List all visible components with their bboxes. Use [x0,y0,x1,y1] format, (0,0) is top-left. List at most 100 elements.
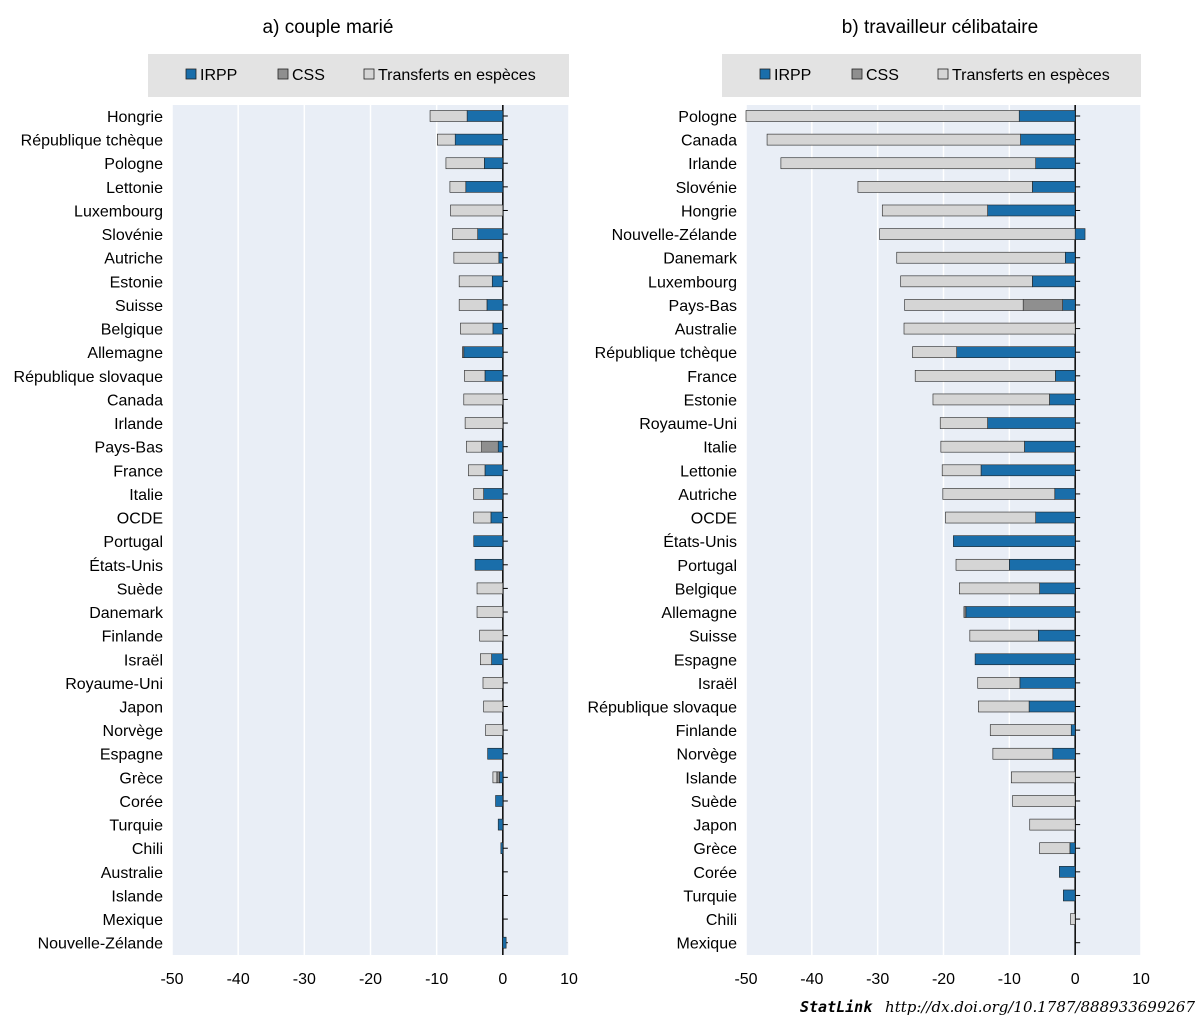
category-label: Hongrie [107,109,163,126]
category-label: Israël [698,676,737,693]
bar-segment [1059,866,1076,878]
category-label: Royaume-Uni [65,676,163,693]
bar-segment [495,795,504,807]
bar-segment [463,346,504,359]
bar-segment [1035,511,1076,524]
tick-label: 10 [560,971,578,988]
category-label: Italie [129,487,163,504]
category-label: Danemark [89,605,164,622]
category-label: Suède [691,794,737,811]
category-label: Pologne [678,109,737,126]
category-label: Slovénie [102,227,163,244]
bar-segment [484,464,504,477]
bar-segment [987,417,1076,429]
bar-segment [473,535,504,547]
category-label: Suisse [689,629,737,646]
bar-segment [780,157,1036,170]
bar-segment [1018,110,1076,122]
bar-segment [939,417,988,429]
tick-label: -30 [293,971,316,988]
bar-segment [914,370,1056,382]
bar-segment [464,417,504,429]
bar-segment [492,771,498,784]
bar-segment [476,582,504,595]
statlink-url[interactable]: http://dx.doi.org/10.1787/888933699267 [885,998,1195,1016]
bar-segment [857,181,1033,193]
legend-label: Transferts en espèces [378,67,536,84]
bar-segment [1029,818,1076,831]
category-label: Pologne [104,156,163,173]
tick-label: 0 [1071,971,1080,988]
category-label: Royaume-Uni [639,416,737,433]
bar-segment [1024,440,1076,453]
category-label: Norvège [677,747,738,764]
legend-box [722,54,1141,97]
category-label: Allemagne [87,345,163,362]
category-label: Allemagne [661,605,737,622]
statlink-label: StatLink [800,998,873,1016]
bar-segment [987,204,1076,217]
category-label: Danemark [663,251,738,268]
tick-label: 10 [1132,971,1150,988]
bar-segment [458,275,493,288]
legend-label: IRPP [774,67,811,84]
bar-segment [969,629,1039,642]
category-label: Corée [119,794,163,811]
bar-segment [1038,629,1076,642]
category-label: Chili [132,841,163,858]
category-label: République slovaque [588,700,738,717]
bar-segment [468,464,486,477]
bar-segment [497,818,504,831]
bar-segment [483,488,504,500]
category-label: Grèce [693,841,737,858]
category-label: Finlande [102,629,163,646]
bar-segment [480,653,492,666]
category-label: Islande [685,770,737,787]
bar-segment [1028,700,1076,713]
category-label: Nouvelle-Zélande [38,936,164,953]
bar-segment [1063,889,1076,902]
bar-segment [978,700,1030,713]
bar-segment [479,629,504,642]
tick-label: -40 [800,971,823,988]
bar-segment [498,251,504,264]
tick-label: -50 [734,971,757,988]
bar-segment [1049,393,1076,406]
bar-segment [476,606,504,618]
category-label: Canada [681,133,737,150]
tick-label: 0 [498,971,507,988]
category-label: Estonie [110,274,163,291]
bar-segment [980,464,1076,477]
bar-segment [462,346,465,359]
bar-segment [502,936,507,949]
category-label: Belgique [675,581,737,598]
category-label: Belgique [101,322,163,339]
statlink-footer[interactable]: StatLink http://dx.doi.org/10.1787/88893… [800,998,1195,1016]
category-label: Irlande [114,416,163,433]
tick-label: -20 [932,971,955,988]
category-label: Islande [111,888,163,905]
bar-segment [491,275,504,288]
bar-segment [492,322,504,335]
category-label: Norvège [103,723,164,740]
bar-segment [460,322,494,335]
category-label: République tchèque [595,345,737,362]
bar-segment [1054,488,1076,500]
bar-segment [484,370,504,382]
legend-label: Transferts en espèces [952,67,1110,84]
bar-segment [1020,133,1076,146]
bar-segment [940,440,1025,453]
bar-segment [450,204,504,217]
bar-segment [1070,724,1076,736]
bar-segment [904,299,1024,311]
bar-segment [900,275,1033,288]
bar-segment [881,204,988,217]
category-label: États-Unis [89,556,163,575]
category-label: Lettonie [106,180,163,197]
bar-segment [903,322,1076,335]
legend-swatch [759,68,771,80]
bar-segment [1074,228,1086,240]
tick-label: -40 [227,971,250,988]
legend-swatch [937,68,949,80]
